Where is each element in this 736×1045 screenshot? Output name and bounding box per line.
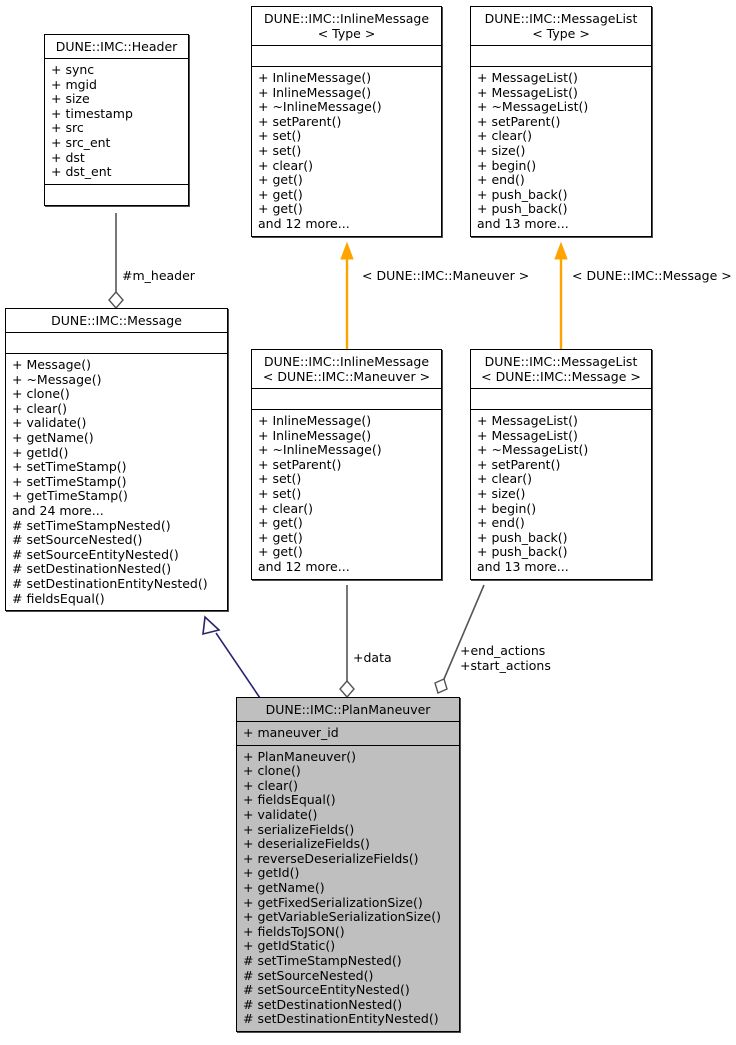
edge-message-inheritance [202,615,261,699]
edge-data-aggregation [339,585,355,699]
inline-message-template-class-operations: + InlineMessage() + InlineMessage() + ~I… [258,70,382,231]
message-class-title: DUNE::IMC::Message [6,309,227,333]
inline-message-maneuver-class-attributes [252,389,441,410]
edge-label-data: +data [353,650,392,665]
header-class-operations [45,185,188,205]
edge-header-to-message [108,213,124,310]
message-class-attributes [6,333,227,354]
edge-messagelist-template-binding [554,241,568,349]
plan-maneuver-class-title: DUNE::IMC::PlanManeuver [237,698,459,722]
message-list-message-class[interactable]: DUNE::IMC::MessageList < DUNE::IMC::Mess… [470,349,652,580]
message-list-template-class-title: DUNE::IMC::MessageList < Type > [471,7,651,46]
edge-label-m-header: #m_header [122,268,195,283]
inline-message-template-class[interactable]: DUNE::IMC::InlineMessage < Type > + Inli… [251,6,442,237]
header-class-attributes: + sync + mgid + size + timestamp + src +… [45,59,188,185]
inline-message-maneuver-class[interactable]: DUNE::IMC::InlineMessage < DUNE::IMC::Ma… [251,349,442,580]
plan-maneuver-class[interactable]: DUNE::IMC::PlanManeuver + maneuver_id + … [236,697,460,1032]
message-list-message-class-attributes [471,389,651,410]
message-list-template-class-operations: + MessageList() + MessageList() + ~Messa… [477,70,589,231]
edge-label-actions: +end_actions +start_actions [460,643,551,673]
inline-message-template-class-attributes [252,46,441,67]
inline-message-template-class-title: DUNE::IMC::InlineMessage < Type > [252,7,441,46]
inline-message-maneuver-class-title: DUNE::IMC::InlineMessage < DUNE::IMC::Ma… [252,350,441,389]
message-list-message-class-title: DUNE::IMC::MessageList < DUNE::IMC::Mess… [471,350,651,389]
message-list-template-class[interactable]: DUNE::IMC::MessageList < Type > + Messag… [470,6,652,237]
message-list-template-class-attributes [471,46,651,67]
edge-inlinemessage-template-binding [340,241,354,349]
header-class-title: DUNE::IMC::Header [45,35,188,59]
header-class[interactable]: DUNE::IMC::Header + sync + mgid + size +… [44,34,189,206]
message-class-operations: + Message() + ~Message() + clone() + cle… [12,357,208,606]
inline-message-maneuver-class-operations: + InlineMessage() + InlineMessage() + ~I… [258,413,382,574]
edge-label-maneuver-binding: < DUNE::IMC::Maneuver > [362,268,530,283]
message-class[interactable]: DUNE::IMC::Message + Message() + ~Messag… [5,308,228,612]
plan-maneuver-class-operations: + PlanManeuver() + clone() + clear() + f… [243,748,442,1027]
edge-label-message-binding: < DUNE::IMC::Message > [572,268,732,283]
plan-maneuver-class-attributes: + maneuver_id [237,722,459,746]
edge-actions-aggregation [434,584,485,694]
message-list-message-class-operations: + MessageList() + MessageList() + ~Messa… [477,413,589,574]
